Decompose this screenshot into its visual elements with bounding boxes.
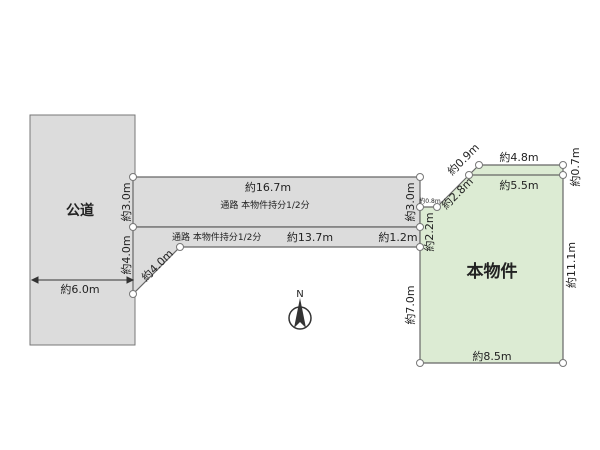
property-edge-left: 約7.0m bbox=[403, 285, 417, 324]
property-edge-top: 約4.8m bbox=[499, 150, 538, 164]
passage-lower-right-width: 約1.2m bbox=[378, 230, 417, 244]
public-road-width: 約6.0m bbox=[60, 282, 99, 296]
passage-upper-length: 約16.7m bbox=[245, 180, 291, 194]
compass-north-label: N bbox=[296, 289, 303, 300]
property-edge-right-corner: 約0.7m bbox=[568, 147, 582, 186]
public-road bbox=[29, 114, 136, 346]
passage-upper-label: 通路 本物件持分1/2分 bbox=[220, 199, 309, 211]
property-lot bbox=[419, 164, 564, 364]
property-edge-small-top: 約0.8m bbox=[419, 197, 441, 205]
property-edge-bottom: 約8.5m bbox=[472, 349, 511, 363]
property-edge-left-upper: 約2.2m bbox=[422, 212, 436, 251]
road-width-arrow bbox=[30, 276, 135, 284]
passage-upper-left-width: 約3.0m bbox=[119, 182, 133, 221]
public-road-label: 公道 bbox=[66, 202, 94, 219]
passage-lower bbox=[132, 226, 421, 296]
property-label: 本物件 bbox=[467, 261, 518, 282]
property-edge-top-inner: 約5.5m bbox=[499, 178, 538, 192]
passage-upper-right-width: 約3.0m bbox=[403, 182, 417, 221]
passage-lower-label: 通路 本物件持分1/2分 bbox=[172, 231, 261, 243]
passage-lower-length: 約13.7m bbox=[287, 230, 333, 244]
passage-lower-left-side: 約4.0m bbox=[119, 235, 133, 274]
property-edge-right: 約11.1m bbox=[564, 242, 578, 288]
vertex-markers bbox=[129, 161, 567, 367]
compass: N bbox=[288, 289, 312, 330]
